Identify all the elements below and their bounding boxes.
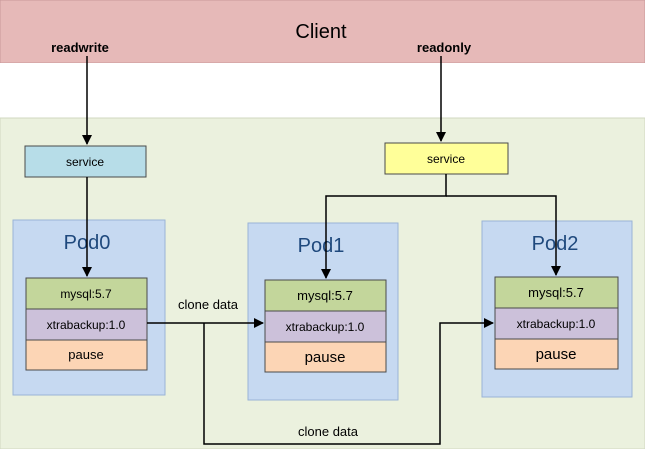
pod1-pause-box <box>264 341 387 373</box>
service-readwrite-label: service <box>66 155 104 169</box>
readwrite-label: readwrite <box>51 40 109 55</box>
pod2-pause-box <box>494 338 619 370</box>
pod1-mysql-box <box>264 279 387 312</box>
pod2-pause-label: pause <box>536 346 577 363</box>
white-gap <box>0 63 645 118</box>
pod0-pause-box <box>25 339 148 371</box>
pod2-mysql-box <box>494 276 619 309</box>
pod0-mysql-label: mysql:5.7 <box>60 287 112 301</box>
arrow-service-to-pod1-mysql <box>321 174 447 279</box>
pod1-xtrabackup-label: xtrabackup:1.0 <box>286 320 365 334</box>
clone-data-bottom-label: clone data <box>298 424 359 439</box>
pod1-pause-label: pause <box>305 349 346 366</box>
pod1-title: Pod1 <box>298 235 345 257</box>
arrow-service-to-pod2-mysql <box>446 195 561 276</box>
pod1-mysql-label: mysql:5.7 <box>297 288 353 303</box>
pod2-mysql-label: mysql:5.7 <box>528 285 584 300</box>
pod1-xtrabackup-box <box>264 310 387 343</box>
service-readonly-label: service <box>427 152 465 166</box>
service-readonly-box <box>384 142 509 175</box>
client-title: Client <box>295 21 347 43</box>
pod2-title: Pod2 <box>532 233 579 255</box>
clone-data-top-label: clone data <box>178 297 239 312</box>
readonly-label: readonly <box>417 40 472 55</box>
arrow-clone-pod0-to-pod2 <box>203 318 494 445</box>
pod2-xtrabackup-label: xtrabackup:1.0 <box>517 317 596 331</box>
service-readwrite-box <box>24 145 147 178</box>
pod0-pause-label: pause <box>68 347 103 362</box>
pod0-mysql-box <box>25 277 148 310</box>
pod0-xtrabackup-label: xtrabackup:1.0 <box>47 318 126 332</box>
